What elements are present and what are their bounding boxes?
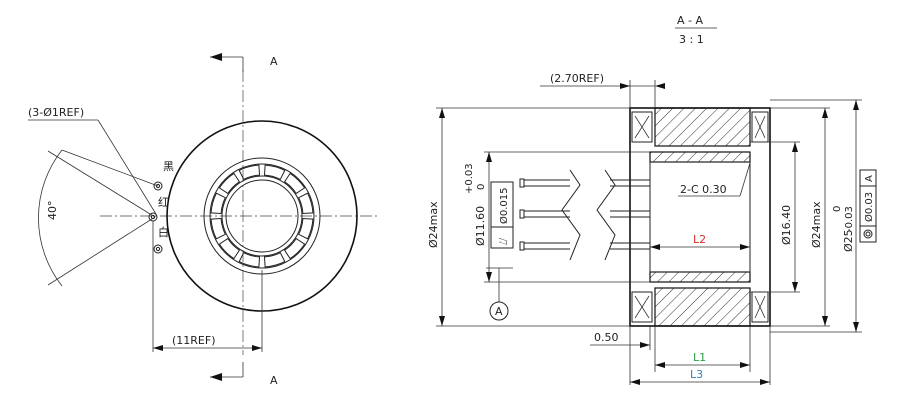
top-ref-label: (2.70REF) <box>550 72 604 85</box>
runout-symbol: ⌰ <box>497 237 510 245</box>
section-letter-top: A <box>270 55 278 68</box>
magnet-segment <box>218 237 241 260</box>
hole-label: (3-Ø1REF) <box>28 106 84 119</box>
datum-circle <box>489 301 509 321</box>
section-title-text: A - A <box>677 14 703 27</box>
conc-value: Ø0.03 <box>863 192 875 222</box>
magnet-segment <box>238 164 261 180</box>
magnet-segment <box>238 252 261 268</box>
section-view: A - A 3 : 1 <box>427 14 877 385</box>
magnet-segment <box>263 164 286 180</box>
offset-label: 0.50 <box>594 331 619 344</box>
magnet-segment <box>263 252 286 268</box>
section-letter-bottom: A <box>270 374 278 387</box>
magnet-segment <box>210 192 226 215</box>
chamfer-label: 2-C 0.30 <box>680 183 727 196</box>
magnet-segments <box>210 164 314 268</box>
conc-datum: A <box>864 175 875 182</box>
section-title: A - A 3 : 1 <box>675 14 717 46</box>
od-max-left-label: Ø24max <box>427 201 440 248</box>
wire-hole-black <box>153 181 163 191</box>
stator-bottom <box>654 287 751 327</box>
datum-letter: A <box>495 305 503 318</box>
od-max-right-label: Ø24max <box>810 201 823 248</box>
od-dim-label: Ø25 <box>842 229 855 252</box>
wire-hole-white <box>153 244 163 254</box>
bore-dim-label: Ø11.60 <box>474 206 487 246</box>
bore-tol-upper: +0.03 <box>464 163 475 194</box>
section-scale: 3 : 1 <box>679 33 704 46</box>
width-label: (11REF) <box>172 334 216 347</box>
angle-label: 40° <box>46 201 59 221</box>
od-tol-lower: -0.03 <box>844 206 855 232</box>
section-arrow-top: A <box>210 53 278 72</box>
bore <box>649 161 751 273</box>
lead-wires <box>519 169 650 261</box>
l3-label: L3 <box>690 368 703 381</box>
magnet-segment <box>298 192 314 215</box>
magnet-segment <box>283 237 306 260</box>
l2-label: L2 <box>693 233 706 246</box>
magnet-segment <box>210 217 226 240</box>
l1-label: L1 <box>693 351 706 364</box>
od-tol-upper: 0 <box>832 206 843 212</box>
wire-label-black: 黑 <box>163 160 174 173</box>
runout-frame: ⌰ Ø0.015 <box>490 181 514 249</box>
front-view: A A 黑 红 白 (3-Ø1REF) <box>28 53 380 387</box>
magnet-segment <box>298 217 314 240</box>
magnet-segment <box>218 172 241 195</box>
concentricity-frame: Ø0.03 A <box>859 169 877 243</box>
magnet-segment <box>283 172 306 195</box>
section-arrow-bottom: A <box>210 362 278 387</box>
stator-top <box>654 107 751 147</box>
bore-tol-lower: 0 <box>476 184 487 190</box>
wire-label-white: 白 <box>158 225 169 239</box>
runout-value: Ø0.015 <box>498 188 510 225</box>
inner-dia-label: Ø16.40 <box>780 205 793 245</box>
wire-label-red: 红 <box>158 196 169 209</box>
